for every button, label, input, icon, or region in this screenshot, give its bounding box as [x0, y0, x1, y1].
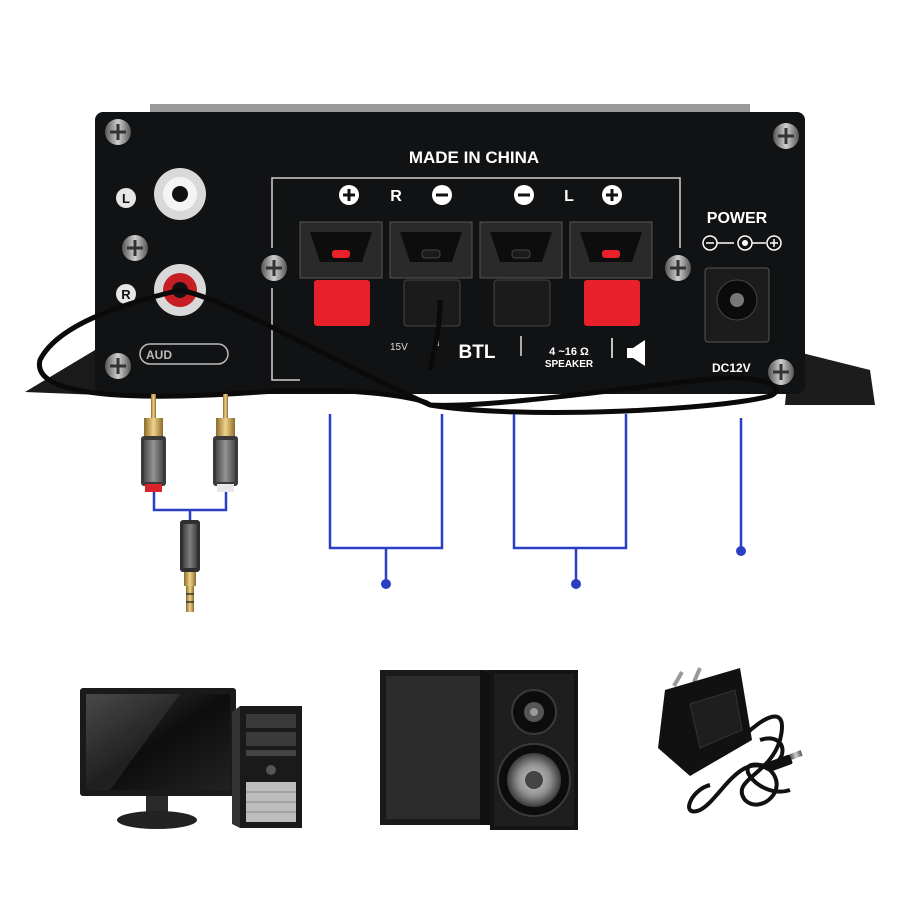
amplifier: L R MADE IN CHINA R L [25, 104, 875, 415]
connector-dot [571, 579, 581, 589]
made-in-label: MADE IN CHINA [409, 148, 539, 167]
rca-to-3-5mm-cable [141, 394, 238, 612]
audio-cable-strand [427, 299, 443, 371]
terminal-left-negative[interactable] [479, 221, 563, 327]
connector-dot [381, 579, 391, 589]
audio-cable-loop [179, 287, 779, 415]
dc-polarity-icon [702, 235, 782, 251]
impedance-label: 4 ~16 Ω [549, 346, 589, 358]
terminal-frame [271, 177, 681, 248]
bookshelf-speakers-icon [380, 670, 578, 830]
channel-left-label: L [564, 188, 574, 205]
jack-left-badge [116, 188, 136, 208]
screw-icon [768, 359, 794, 385]
terminal-right-negative[interactable] [389, 221, 473, 327]
audio-in-badge [139, 343, 229, 365]
channel-right-label: R [390, 188, 402, 205]
computer-icon [80, 688, 302, 829]
jack-left-label: L [122, 191, 130, 206]
dc-power-jack[interactable] [704, 267, 770, 343]
screw-icon [261, 255, 287, 281]
chassis-top-edge [150, 104, 750, 114]
screw-icon [665, 255, 691, 281]
speaker-icon [611, 338, 645, 366]
left-channel-bracket [512, 414, 628, 550]
minus-icon [514, 185, 534, 205]
terminal-right-positive[interactable] [299, 221, 383, 326]
screw-icon [105, 353, 131, 379]
voltage-partial-label: 15V [390, 342, 408, 353]
right-channel-bracket [328, 414, 444, 550]
terminal-frame-lower [271, 288, 300, 381]
connector-dot [736, 546, 746, 556]
connector-lines [328, 414, 743, 580]
jack-right-badge [116, 284, 136, 304]
power-adapter-icon [658, 667, 803, 814]
screw-icon [773, 123, 799, 149]
rca-jack-left[interactable] [154, 168, 206, 220]
power-label: POWER [707, 210, 768, 227]
jack-right-label: R [121, 287, 131, 302]
plus-icon [339, 185, 359, 205]
screw-icon [105, 119, 131, 145]
screw-icon [122, 235, 148, 261]
mounting-bracket [785, 350, 875, 405]
minus-icon [432, 185, 452, 205]
speaker-label: SPEAKER [545, 359, 594, 370]
dc-voltage-label: DC12V [712, 361, 751, 375]
btl-label: BTL [459, 342, 496, 363]
mounting-bracket-left [25, 350, 100, 395]
plus-icon [602, 185, 622, 205]
audio-cable [37, 287, 432, 408]
terminal-left-positive[interactable] [569, 221, 653, 326]
audio-partial-label: AUD [146, 348, 172, 362]
